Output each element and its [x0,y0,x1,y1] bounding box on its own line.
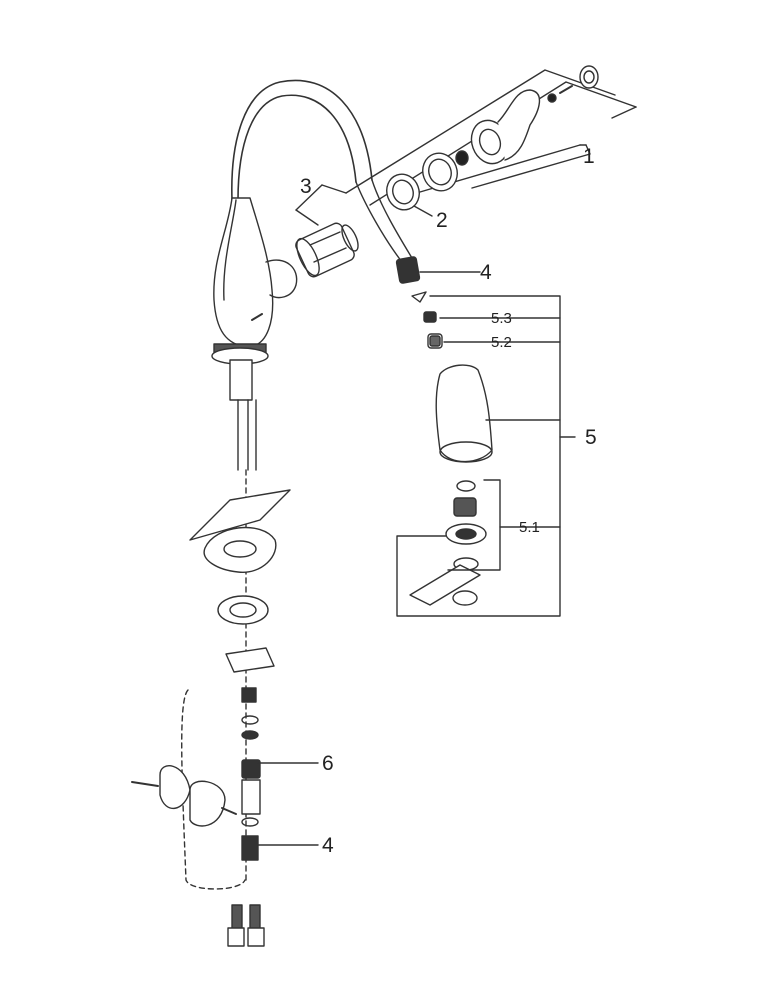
fittings [241,687,319,861]
faucet-spout [231,79,413,263]
cartridge [295,222,359,278]
callout-3-bracket [295,184,347,226]
callout-label-5-1: 5.1 [519,519,540,536]
part-threaded-ring [422,150,469,192]
sprayhead-group [411,291,561,463]
callout-label-6: 6 [322,752,334,775]
callout-label-5: 5 [585,426,597,449]
part-ring-2 [386,173,433,217]
aerator-parts [409,479,561,606]
callout-label-5-2: 5.2 [491,334,512,351]
part-connector-4 [395,256,481,284]
callout-label-1: 1 [583,145,595,168]
deck-plate [189,489,291,673]
bottom-hose-ends [227,904,265,947]
part-handle-lever [470,65,599,165]
mounting-bracket [131,689,246,890]
callout-5-bracket [396,295,576,617]
callout-label-4-bottom: 4 [322,834,334,857]
callout-label-3: 3 [300,175,312,198]
faucet-body [213,197,298,348]
callout-label-2: 2 [436,209,448,232]
callout-label-5-3: 5.3 [491,310,512,327]
callout-label-4-top: 4 [480,261,492,284]
